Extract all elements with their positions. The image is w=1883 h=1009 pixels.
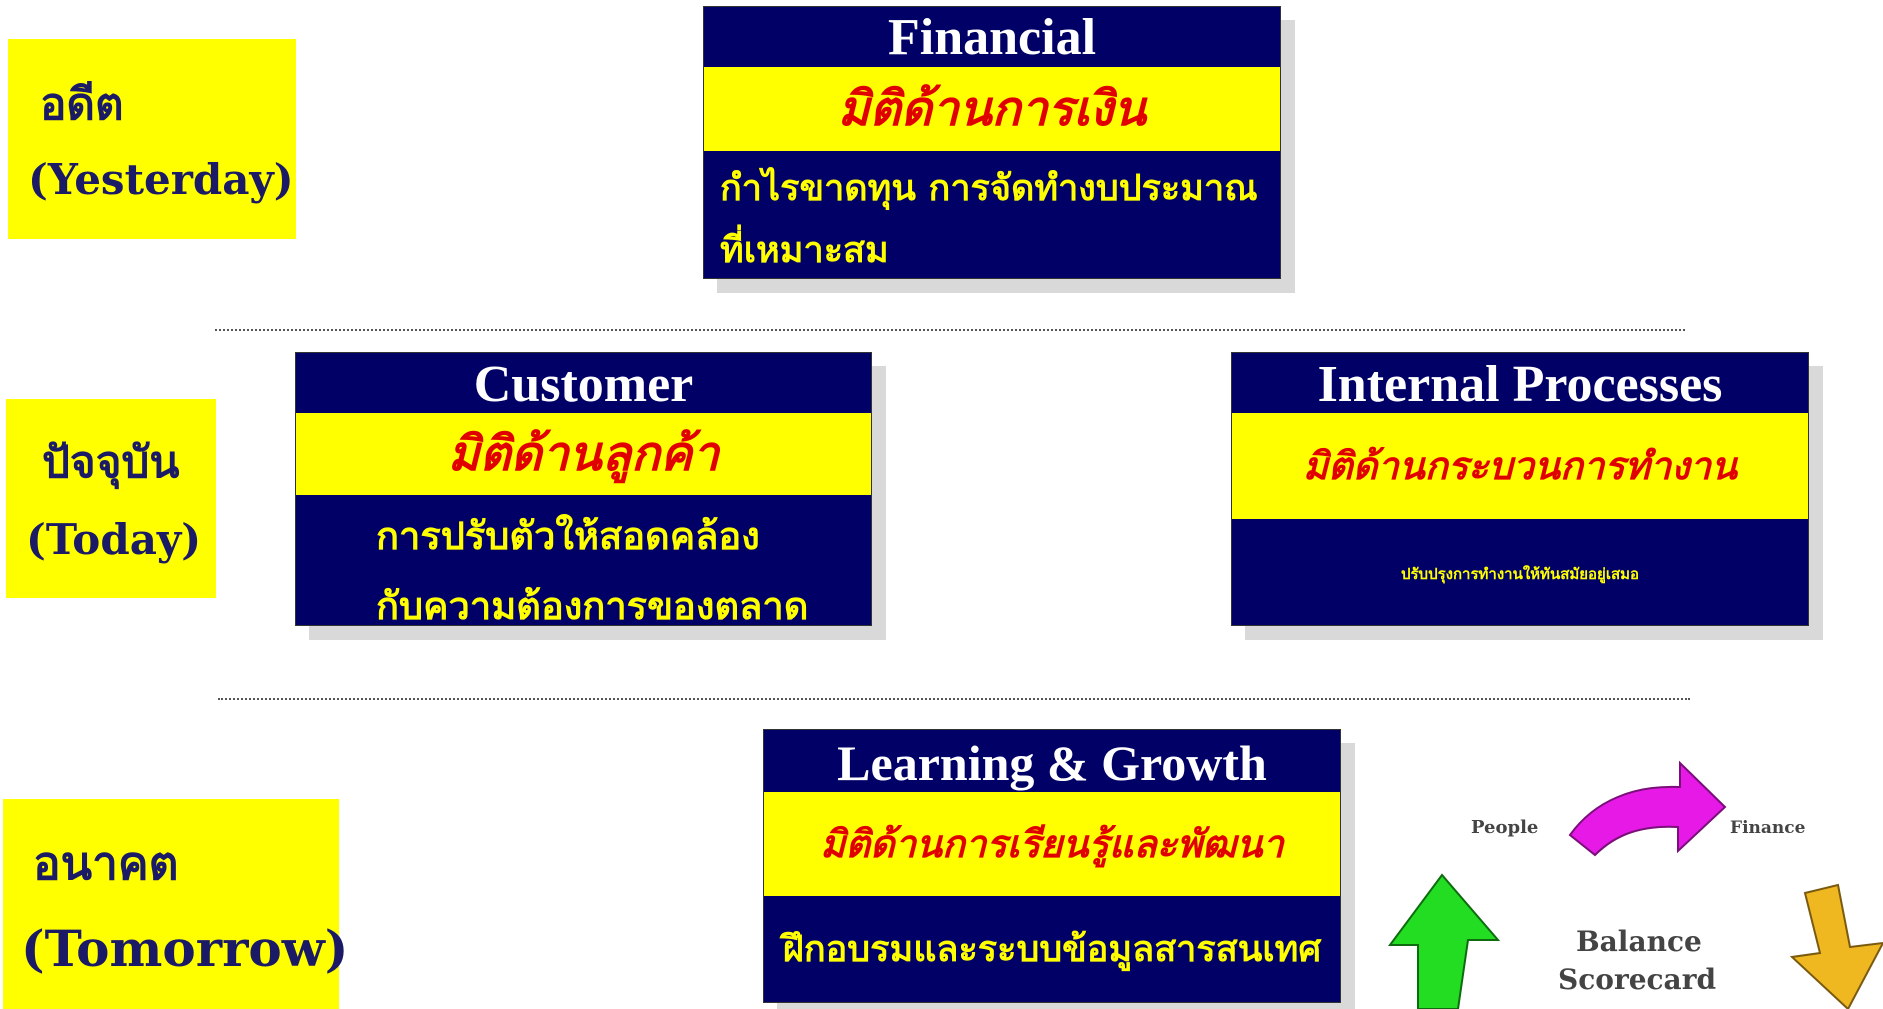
scorecard-label: Scorecard: [1558, 963, 1717, 996]
label-tomorrow-english: (Tomorrow): [21, 919, 349, 978]
financial-description-line1: กำไรขาดทุน การจัดทำงบประมาณ: [720, 167, 1258, 209]
finance-label: Finance: [1730, 818, 1806, 838]
customer-description: การปรับตัวให้สอดคล้อง กับความต้องการของต…: [296, 501, 871, 641]
financial-description-line2: ที่เหมาะสม: [720, 229, 889, 271]
label-tomorrow: อนาคต (Tomorrow): [3, 799, 348, 1009]
learning-growth-card: Learning & Growth มิติด้านการเรียนรู้และ…: [763, 729, 1341, 1003]
balance-label: Balance: [1576, 925, 1702, 958]
gold-arrow-icon: [1789, 883, 1883, 1009]
internal-processes-title: Internal Processes: [1317, 356, 1723, 413]
magenta-arrow-icon: [1568, 760, 1727, 857]
internal-processes-subtitle: มิติด้านกระบวนการทำงาน: [1232, 413, 1808, 519]
label-yesterday-english: (Yesterday): [28, 155, 294, 204]
customer-description-line2: กับความต้องการของตลาด: [376, 583, 809, 628]
learning-growth-title: Learning & Growth: [837, 735, 1267, 791]
financial-card: Financial มิติด้านการเงิน กำไรขาดทุน การ…: [703, 6, 1281, 279]
financial-subtitle: มิติด้านการเงิน: [704, 67, 1280, 151]
separator-top: [215, 329, 1685, 331]
label-today-english: (Today): [26, 515, 202, 564]
customer-description-line1: การปรับตัวให้สอดคล้อง: [376, 513, 760, 558]
label-yesterday: อดีต (Yesterday): [8, 39, 296, 239]
learning-growth-subtitle: มิติด้านการเรียนรู้และพัฒนา: [764, 792, 1340, 896]
scorecard-arrows-svg: [1388, 760, 1883, 1009]
customer-subtitle: มิติด้านลูกค้า: [296, 413, 871, 495]
internal-processes-description: ปรับปรุงการทำงานให้ทันสมัยอยู่เสมอ: [1400, 565, 1640, 583]
financial-title: Financial: [887, 9, 1097, 66]
customer-card: Customer มิติด้านลูกค้า การปรับตัวให้สอด…: [295, 352, 872, 628]
people-label: People: [1471, 817, 1539, 838]
separator-bottom: [218, 698, 1690, 700]
label-yesterday-thai: อดีต: [40, 79, 124, 130]
learning-growth-description: ฝึกอบรมและระบบข้อมูลสารสนเทศ: [782, 928, 1322, 970]
internal-processes-card: Internal Processes มิติด้านกระบวนการทำงา…: [1231, 352, 1809, 626]
financial-description: กำไรขาดทุน การจัดทำงบประมาณ ที่เหมาะสม: [704, 157, 1280, 281]
balance-scorecard-graphic: People Finance Balance Scorecard: [1380, 725, 1883, 1009]
label-tomorrow-thai: อนาคต: [33, 836, 179, 890]
label-today-thai: ปัจจุบัน: [42, 437, 180, 488]
label-today: ปัจจุบัน (Today): [6, 399, 216, 598]
customer-title: Customer: [473, 356, 694, 413]
green-arrow-icon: [1388, 873, 1501, 1009]
